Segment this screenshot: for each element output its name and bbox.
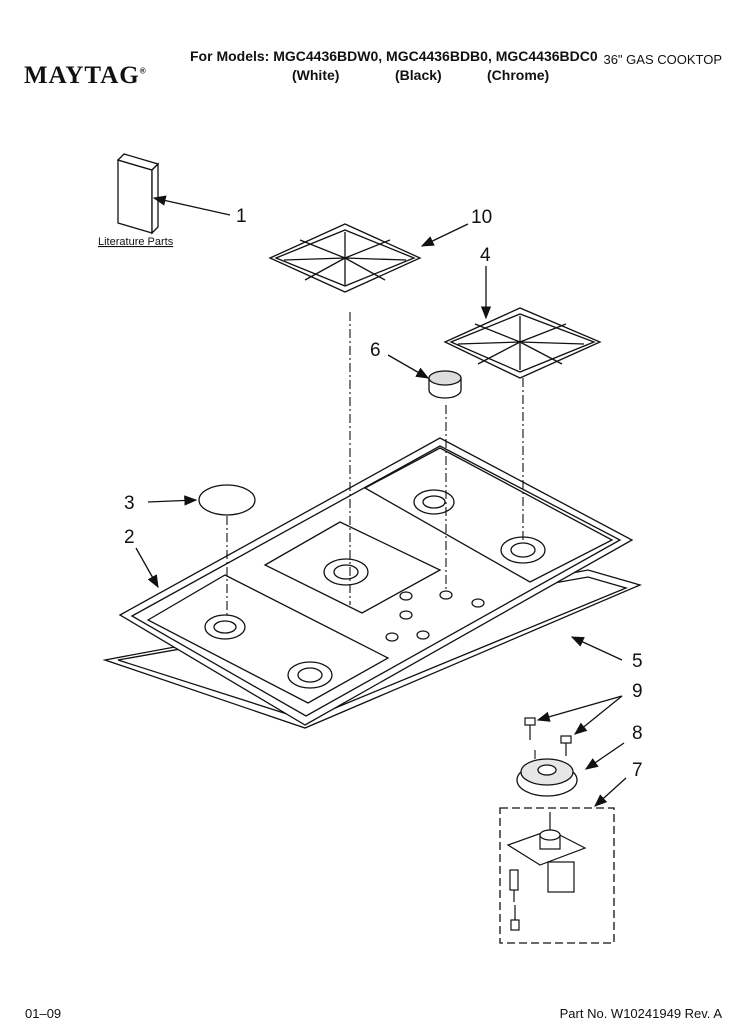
callout-8: 8: [632, 723, 643, 744]
cooktop-body: [118, 437, 634, 726]
callout-1: 1: [236, 206, 247, 227]
knob-holes: [385, 590, 485, 642]
leader-lines: [135, 195, 627, 807]
product-title: 36" GAS COOKTOP: [603, 52, 722, 67]
callout-9: 9: [632, 681, 643, 702]
registered-mark: ®: [139, 66, 147, 76]
callout-3: 3: [124, 493, 135, 514]
brand-name: MAYTAG: [24, 62, 140, 89]
literature-parts-label: Literature Parts: [98, 236, 174, 248]
valve-assembly-box: [499, 807, 615, 944]
burner-grate-right: [443, 307, 602, 379]
gas-valve: [506, 812, 587, 931]
burner-grate-left: [268, 223, 422, 293]
models-line: For Models: MGC4436BDW0, MGC4436BDB0, MG…: [190, 48, 598, 64]
footer-part-number: Part No. W10241949 Rev. A: [559, 1006, 722, 1021]
callout-6: 6: [370, 340, 381, 361]
burner-base: [516, 758, 578, 797]
callout-7: 7: [632, 760, 643, 781]
color-white: (White): [292, 67, 340, 83]
screws: [524, 717, 572, 756]
color-chrome: (Chrome): [487, 67, 550, 83]
callout-2: 2: [124, 527, 135, 548]
footer-date: 01–09: [25, 1006, 62, 1021]
callout-5: 5: [632, 651, 643, 672]
callout-4: 4: [480, 245, 491, 266]
control-knob: [428, 370, 462, 399]
literature-booklet: [116, 153, 160, 235]
burner-cap: [198, 484, 256, 516]
maytag-logo: MAYTAG®: [24, 62, 147, 90]
surface-burners: [204, 489, 546, 689]
callout-10: 10: [471, 207, 492, 228]
color-black: (Black): [395, 67, 442, 83]
